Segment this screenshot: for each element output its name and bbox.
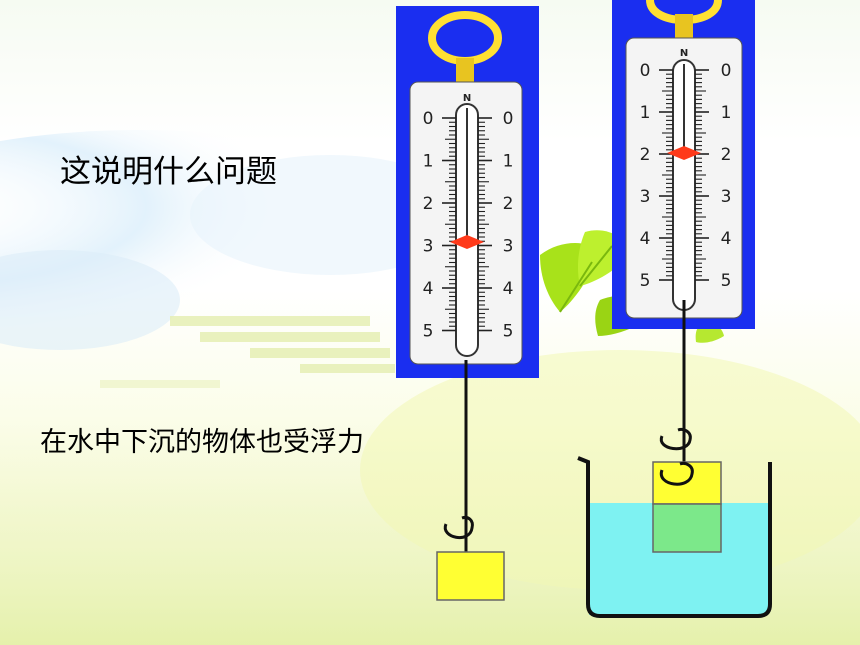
scale-label: 4 [503, 279, 514, 299]
left-block [436, 551, 505, 601]
scale-label: 1 [423, 152, 434, 172]
scale-label: 2 [721, 145, 732, 165]
sky-cloud [0, 250, 180, 350]
left-scale-neck [456, 58, 474, 84]
hook-icon [659, 428, 692, 451]
scale-label: 2 [503, 194, 514, 214]
scale-label: 0 [423, 109, 434, 129]
spring-scale-icon: N 0 0 1 1 2 2 3 3 4 4 5 5 [396, 6, 539, 378]
scale-label: 5 [503, 322, 514, 342]
scale-label: 1 [640, 103, 651, 123]
scale-label: 0 [503, 109, 514, 129]
scale-label: 0 [640, 61, 651, 81]
scale-label: 3 [640, 187, 651, 207]
scale-label: 3 [423, 237, 434, 257]
spring-scale-icon: N 0 0 1 1 2 2 3 3 4 4 5 5 [612, 0, 755, 329]
scale-label: 1 [503, 152, 514, 172]
scale-label: 3 [503, 237, 514, 257]
scale-label: 1 [721, 103, 732, 123]
hook-icon [443, 516, 474, 539]
scale-label: 4 [721, 229, 732, 249]
scale-label: 2 [423, 194, 434, 214]
left-scale-labels: 0 0 1 1 2 2 3 3 4 4 5 5 [423, 109, 514, 342]
right-scale-ticks [659, 69, 709, 281]
left-scale-pointer [450, 235, 484, 249]
question-text: 这说明什么问题 [60, 154, 277, 190]
right-scale-unit: N [680, 48, 688, 59]
left-scale-unit: N [463, 93, 471, 104]
left-scale-ticks [442, 117, 492, 332]
hook-icon [659, 462, 694, 486]
scale-label: 0 [721, 61, 732, 81]
right-block-submerged [652, 503, 722, 553]
brick-stripes [100, 316, 395, 388]
scale-label: 4 [423, 279, 434, 299]
right-scale-neck [675, 14, 693, 40]
right-scale-pointer [667, 146, 701, 160]
scale-label: 5 [721, 271, 732, 291]
scale-label: 5 [423, 322, 434, 342]
right-scale-labels: 0 0 1 1 2 2 3 3 4 4 5 5 [640, 61, 732, 291]
scale-label: 5 [640, 271, 651, 291]
scale-label: 2 [640, 145, 651, 165]
beaker-outline [577, 456, 772, 618]
conclusion-text: 在水中下沉的物体也受浮力 [40, 427, 364, 458]
scale-label: 4 [640, 229, 651, 249]
scale-label: 3 [721, 187, 732, 207]
